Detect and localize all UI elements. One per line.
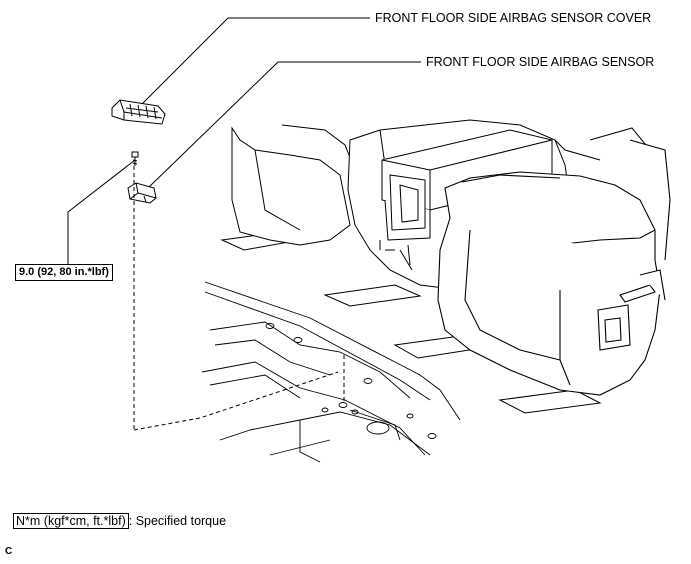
torque-legend: N*m (kgf*cm, ft.*lbf): Specified torque xyxy=(13,513,227,529)
cover-leader-line xyxy=(137,17,370,109)
airbag-sensor-part xyxy=(127,182,157,204)
sensor-cover-callout: FRONT FLOOR SIDE AIRBAG SENSOR COVER xyxy=(375,11,652,25)
figure-code: C xyxy=(5,546,13,557)
legend-description: : Specified torque xyxy=(128,514,227,528)
torque-spec-box: 9.0 (92, 80 in.*lbf) xyxy=(15,264,113,281)
sensor-callout: FRONT FLOOR SIDE AIRBAG SENSOR xyxy=(426,55,655,69)
sensor-cover-part xyxy=(111,99,166,125)
bolt-part xyxy=(131,151,139,166)
floor-pan xyxy=(201,281,461,463)
sensor-leader-line xyxy=(147,61,421,189)
legend-unit-box: N*m (kgf*cm, ft.*lbf) xyxy=(13,513,129,529)
installation-path xyxy=(133,166,345,431)
leader-lines xyxy=(67,17,421,264)
bolt-leader-line xyxy=(67,159,136,264)
front-seat xyxy=(437,139,671,396)
